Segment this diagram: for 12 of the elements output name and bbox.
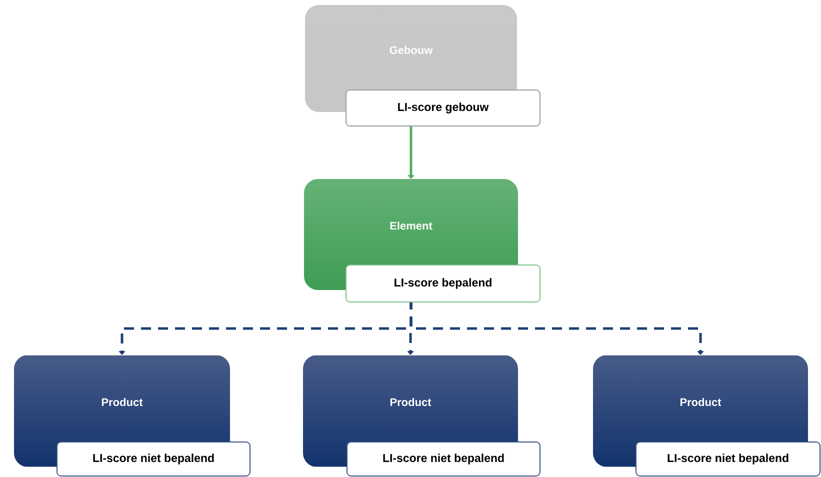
box-title: Product: [390, 398, 432, 406]
score-badge: LI-score niet bepalend: [346, 442, 540, 476]
score-badge: LI-score niet bepalend: [636, 442, 820, 476]
box-title: Product: [102, 398, 143, 406]
score-badge: LI-score gebouw: [346, 90, 540, 126]
connector: [410, 302, 704, 355]
connector: [408, 126, 414, 179]
box-title: Element: [390, 222, 432, 230]
box-title: Product: [680, 398, 722, 406]
score-badge: LI-score niet bepalend: [56, 442, 250, 476]
box-title: Gebouw: [390, 46, 433, 54]
score-badge: LI-score bepalend: [346, 264, 540, 302]
